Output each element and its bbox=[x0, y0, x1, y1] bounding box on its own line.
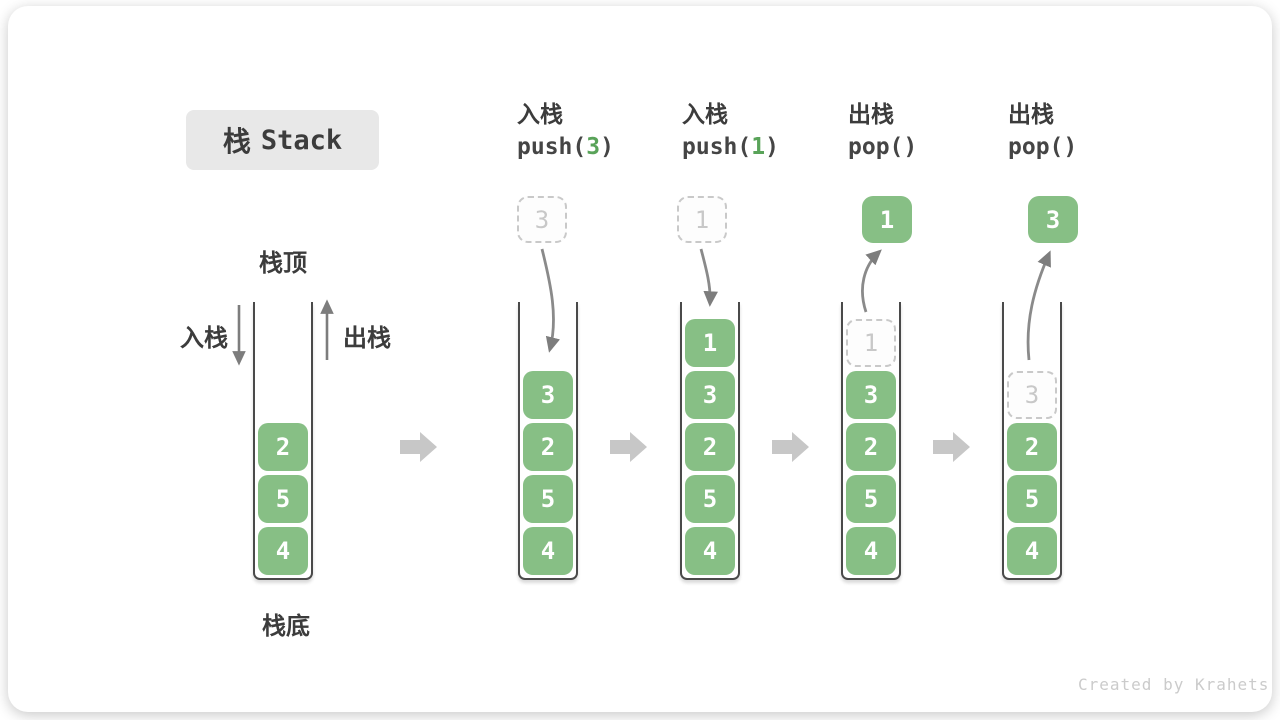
label-stack-top: 栈顶 bbox=[259, 249, 307, 277]
stack-block: 5 bbox=[685, 475, 735, 523]
incoming-value-box: 1 bbox=[677, 196, 727, 243]
stack-block: 4 bbox=[1007, 527, 1057, 575]
ghost-block: 1 bbox=[846, 319, 896, 367]
stack-block: 3 bbox=[846, 371, 896, 419]
stack-block: 4 bbox=[258, 527, 308, 575]
watermark: Created by Krahets bbox=[1078, 675, 1270, 694]
stack-block: 2 bbox=[1007, 423, 1057, 471]
label-stack-bottom: 栈底 bbox=[262, 612, 310, 640]
popped-value-box: 3 bbox=[1028, 196, 1078, 243]
op-header-after-pop-3: 出栈 pop() bbox=[1008, 100, 1077, 164]
stack-block: 5 bbox=[523, 475, 573, 523]
stack-block: 5 bbox=[1007, 475, 1057, 523]
stack-block: 5 bbox=[258, 475, 308, 523]
title-en: Stack bbox=[260, 124, 343, 156]
op-code: push(3) bbox=[517, 134, 614, 160]
op-code: pop() bbox=[1008, 134, 1078, 160]
ghost-block: 3 bbox=[1007, 371, 1057, 419]
stack-block: 4 bbox=[685, 527, 735, 575]
op-header-after-pop-1: 出栈 pop() bbox=[848, 100, 917, 164]
title-box: 栈 Stack bbox=[186, 110, 379, 170]
op-code: pop() bbox=[848, 134, 918, 160]
stack-block: 4 bbox=[846, 527, 896, 575]
stack-block: 4 bbox=[523, 527, 573, 575]
stack-block: 2 bbox=[685, 423, 735, 471]
popped-value-box: 1 bbox=[862, 196, 912, 243]
stack-block: 1 bbox=[685, 319, 735, 367]
op-label: 出栈 bbox=[848, 102, 894, 128]
stack-block: 3 bbox=[685, 371, 735, 419]
label-pop-side: 出栈 bbox=[343, 324, 391, 352]
label-push-side: 入栈 bbox=[180, 324, 228, 352]
op-header-after-push-1: 入栈 push(1) bbox=[682, 100, 779, 164]
op-header-after-push-3: 入栈 push(3) bbox=[517, 100, 614, 164]
op-label: 出栈 bbox=[1008, 102, 1054, 128]
op-label: 入栈 bbox=[682, 102, 728, 128]
stack-block: 2 bbox=[523, 423, 573, 471]
stack-block: 2 bbox=[846, 423, 896, 471]
op-code: push(1) bbox=[682, 134, 779, 160]
incoming-value-box: 3 bbox=[517, 196, 567, 243]
stack-block: 2 bbox=[258, 423, 308, 471]
op-label: 入栈 bbox=[517, 102, 563, 128]
stack-block: 5 bbox=[846, 475, 896, 523]
stack-block: 3 bbox=[523, 371, 573, 419]
title-zh: 栈 bbox=[222, 125, 251, 158]
